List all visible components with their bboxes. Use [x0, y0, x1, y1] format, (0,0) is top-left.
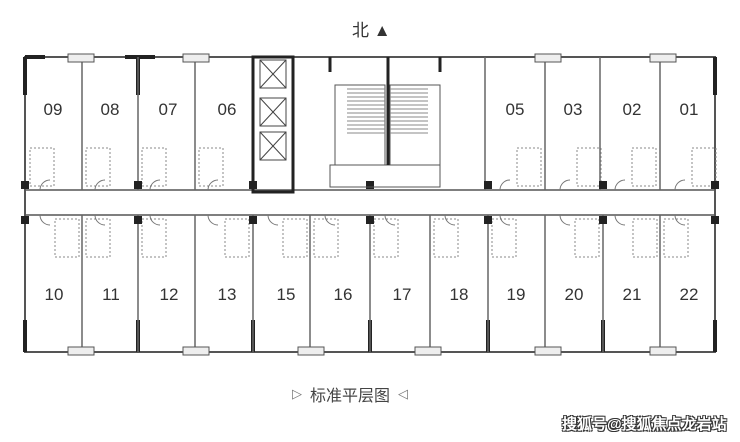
- door-arc: [559, 214, 571, 226]
- door-arc: [614, 179, 626, 191]
- window-unit: [649, 346, 677, 356]
- column: [711, 181, 719, 189]
- column: [366, 216, 374, 224]
- column: [366, 181, 374, 189]
- bathroom: [491, 218, 517, 258]
- elevator-car: [259, 131, 287, 161]
- plan-caption: ▷ 标准平层图 ◁: [292, 382, 408, 406]
- door-arc: [674, 179, 686, 191]
- room-number: 20: [565, 285, 584, 304]
- room-number: 08: [101, 100, 120, 119]
- room-number: 18: [450, 285, 469, 304]
- bathroom: [85, 218, 111, 258]
- room-number: 03: [564, 100, 583, 119]
- window-unit: [534, 53, 562, 63]
- bathroom: [54, 218, 80, 258]
- door-arc: [499, 179, 511, 191]
- elevator-x: [259, 131, 287, 161]
- door-arc: [267, 214, 279, 226]
- room-number: 11: [102, 285, 120, 304]
- room-number: 06: [218, 100, 237, 119]
- room-number: 05: [506, 100, 525, 119]
- bathroom: [574, 218, 600, 258]
- window-unit: [534, 346, 562, 356]
- caption-text: 标准平层图: [310, 388, 391, 405]
- elevator-car: [259, 97, 287, 127]
- room-number: 12: [160, 285, 179, 304]
- room-number: 21: [623, 285, 642, 304]
- window-unit: [182, 53, 210, 63]
- room-number: 13: [218, 285, 237, 304]
- room-number: 09: [44, 100, 63, 119]
- left-triangle-icon: ◁: [398, 386, 409, 401]
- door-arc: [94, 179, 106, 191]
- room-number: 01: [680, 100, 699, 119]
- door-arc: [559, 179, 571, 191]
- room-number: 02: [623, 100, 642, 119]
- room-number: 22: [680, 285, 699, 304]
- door-arc: [674, 214, 686, 226]
- door-arc: [207, 179, 219, 191]
- window-unit: [182, 346, 210, 356]
- room-number: 15: [277, 285, 296, 304]
- elevator-x: [259, 59, 287, 89]
- door-arc: [149, 214, 161, 226]
- elevator-car: [259, 59, 287, 89]
- column: [599, 216, 607, 224]
- north-label: 北: [352, 21, 369, 40]
- door-arc: [444, 214, 456, 226]
- bathroom: [691, 147, 717, 187]
- elevator-core: [251, 55, 295, 194]
- door-arc: [384, 214, 396, 226]
- right-triangle-icon: ▷: [292, 386, 302, 401]
- stair-landing: [329, 164, 441, 188]
- door-arc: [39, 214, 51, 226]
- room-number: 10: [45, 285, 64, 304]
- bathroom: [224, 218, 250, 258]
- room-number: 07: [159, 100, 178, 119]
- bathroom: [85, 147, 111, 187]
- column: [249, 216, 257, 224]
- door-arc: [94, 214, 106, 226]
- window-unit: [414, 346, 442, 356]
- column: [484, 181, 492, 189]
- bathroom: [141, 147, 167, 187]
- north-arrow-icon: ▲: [373, 21, 391, 40]
- door-arc: [207, 214, 219, 226]
- window-unit: [67, 346, 95, 356]
- door-arc: [324, 214, 336, 226]
- bathroom: [576, 147, 602, 187]
- north-indicator: 北 ▲: [352, 16, 391, 41]
- room-number: 19: [507, 285, 526, 304]
- bathroom: [632, 218, 658, 258]
- bathroom: [516, 147, 542, 187]
- window-unit: [297, 346, 325, 356]
- watermark: 搜狐号@搜狐焦点龙岩站: [562, 416, 727, 433]
- elevator-x: [259, 97, 287, 127]
- bathroom: [198, 147, 224, 187]
- door-arc: [39, 179, 51, 191]
- door-arc: [149, 179, 161, 191]
- room-number: 16: [334, 285, 353, 304]
- column: [599, 181, 607, 189]
- window-unit: [649, 53, 677, 63]
- bathroom: [29, 147, 55, 187]
- bathroom: [282, 218, 308, 258]
- door-arc: [614, 214, 626, 226]
- room-number: 17: [393, 285, 412, 304]
- door-arc: [499, 214, 511, 226]
- column: [134, 181, 142, 189]
- column: [21, 216, 29, 224]
- column: [21, 181, 29, 189]
- column: [134, 216, 142, 224]
- column: [484, 216, 492, 224]
- window-unit: [67, 53, 95, 63]
- column: [711, 216, 719, 224]
- bathroom: [631, 147, 657, 187]
- bathroom: [141, 218, 167, 258]
